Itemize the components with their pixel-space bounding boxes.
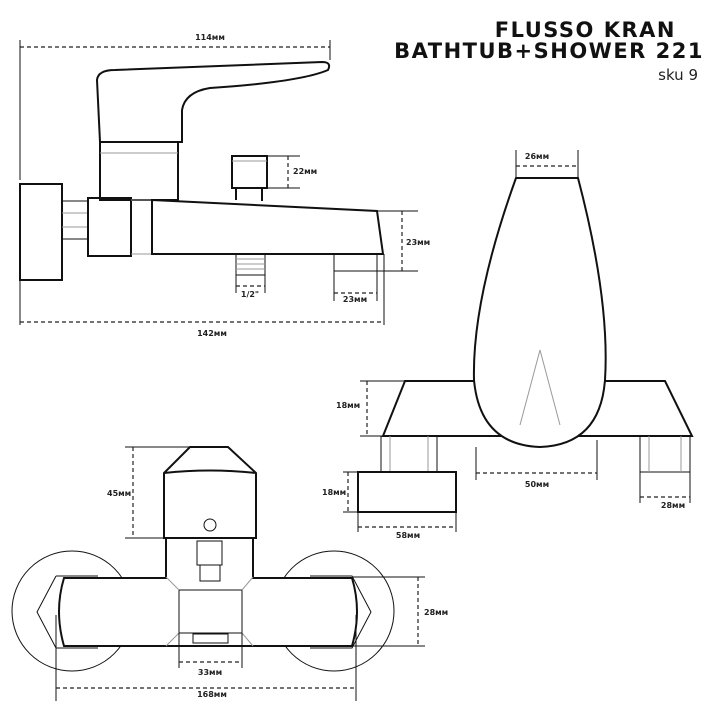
side-handle [95,60,331,143]
dim-thread: 1/2" [241,290,259,299]
side-nut [87,197,132,257]
dim-58: 58мм [396,531,420,540]
side-wall-plate [19,183,63,281]
dim-142: 142мм [197,329,227,338]
dim-18-base: 18мм [336,401,360,410]
dim-18-block: 18мм [322,488,346,497]
front-block [357,471,457,513]
top-body [58,537,358,647]
dim-23-tip: 23мм [343,295,367,304]
dim-50: 50мм [525,480,549,489]
left-hex-icon [36,575,98,649]
dim-26: 26мм [525,152,549,161]
dim-23-height: 23мм [406,238,430,247]
side-diverter [231,155,268,201]
side-spout [151,198,385,255]
sku-label: sku 9 [658,66,698,84]
dim-28-body: 28мм [424,608,448,617]
side-body [99,141,179,201]
side-view: 114мм 22мм 23мм 1/2" 23мм 142мм [19,33,430,338]
dim-33: 33мм [198,668,222,677]
top-center-box [178,589,243,634]
dim-168: 168мм [197,690,227,699]
top-view: 45мм 28мм 33мм 168мм [11,446,448,701]
top-cap [163,446,257,539]
right-hex-icon [310,575,372,649]
front-view: 26мм 18мм 50мм 28мм 18мм 58мм [322,150,694,540]
dim-45: 45мм [107,489,131,498]
product-title-line1: FLUSSO KRAN [494,18,676,42]
dim-22: 22мм [293,167,317,176]
front-handle [472,177,607,449]
product-title-line2: BATHTUB+SHOWER 221 [394,39,704,63]
cap-hole [203,518,217,532]
dim-114: 114мм [195,33,225,42]
dim-28-leg: 28мм [661,501,685,510]
